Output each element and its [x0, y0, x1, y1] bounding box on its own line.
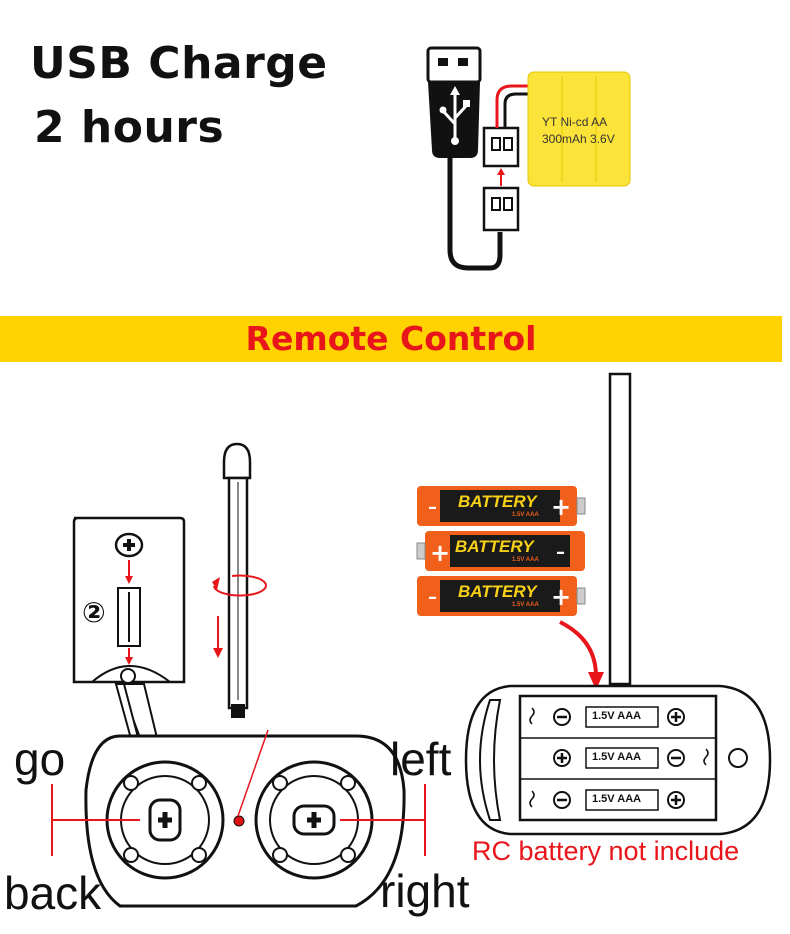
insert-arrow-icon — [559, 620, 598, 677]
section-banner — [0, 316, 782, 362]
battery-pack-icon — [527, 71, 631, 187]
aaa-battery-3: – + — [417, 576, 586, 616]
slot-label-1: 1.5V AAA — [592, 710, 642, 722]
cell-spec-2: 1.5V AAA — [512, 557, 539, 563]
direction-left: left — [390, 733, 452, 785]
battery-pack-label-2: 300mAh 3.6V — [542, 132, 615, 146]
aaa-battery-1: – + — [417, 486, 586, 526]
svg-text:–: – — [556, 542, 565, 563]
direction-back: back — [4, 867, 102, 919]
connector-icon — [482, 84, 530, 232]
section-banner-title: Remote Control — [245, 319, 537, 358]
cell-label-3: BATTERY — [458, 582, 537, 601]
cell-label-1: BATTERY — [458, 492, 537, 511]
step-marker: ② — [82, 596, 106, 629]
antenna-icon — [608, 372, 632, 686]
slot-label-2: 1.5V AAA — [592, 751, 642, 763]
left-stick[interactable] — [105, 760, 225, 880]
battery-compartment — [464, 684, 772, 836]
battery-note: RC battery not include — [472, 836, 740, 866]
usb-charge-title: USB Charge — [30, 38, 328, 89]
svg-text:+: + — [430, 539, 450, 567]
insert-arrowhead-icon — [588, 672, 604, 690]
direction-guides — [51, 784, 426, 856]
usb-cable-icon — [426, 46, 503, 271]
right-stick[interactable] — [254, 760, 374, 880]
cell-label-2: BATTERY — [455, 537, 534, 556]
direction-right: right — [380, 865, 470, 917]
aaa-battery-2: + – — [416, 531, 585, 571]
charge-duration: 2 hours — [34, 102, 225, 153]
svg-text:+: + — [551, 583, 571, 611]
direction-go: go — [14, 733, 66, 785]
slot-label-3: 1.5V AAA — [592, 793, 642, 805]
cell-spec-1: 1.5V AAA — [512, 512, 539, 518]
cell-spec-3: 1.5V AAA — [512, 602, 539, 608]
svg-text:+: + — [551, 493, 571, 521]
svg-text:–: – — [428, 497, 437, 518]
svg-text:–: – — [428, 587, 437, 608]
antenna-piece-icon — [212, 442, 267, 718]
battery-pack-label-1: YT Ni-cd AA — [542, 115, 608, 129]
